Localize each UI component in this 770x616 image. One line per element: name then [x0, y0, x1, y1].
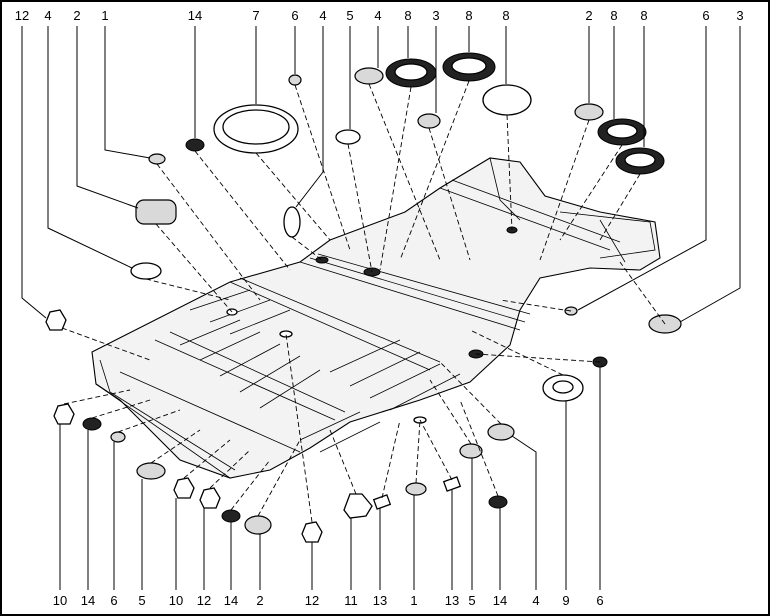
callout-top-14: 8 — [502, 8, 509, 23]
callout-bottom-8: 2 — [256, 593, 263, 608]
callout-top-7: 6 — [291, 8, 298, 23]
callout-bottom-12: 1 — [410, 593, 417, 608]
callout-top-8: 4 — [319, 8, 326, 23]
part-14-clip-right — [488, 495, 508, 509]
part-2-rect-plug — [135, 199, 177, 225]
part-6-small-plug-left — [110, 431, 126, 443]
part-3-oval-plug — [417, 113, 441, 129]
plug-parts — [45, 52, 682, 543]
callout-top-6: 7 — [252, 8, 259, 23]
assembly-lines — [61, 80, 666, 523]
part-2-oval-plug-bottom — [244, 515, 272, 535]
part-4-oval-plug-lower — [487, 423, 515, 441]
part-10-clip — [173, 477, 195, 499]
callout-top-1: 12 — [15, 8, 29, 23]
callout-bottom-10: 11 — [344, 593, 358, 608]
part-12-push-clip — [45, 309, 67, 331]
callout-bottom-1: 10 — [53, 593, 67, 608]
callout-top-4: 1 — [101, 8, 108, 23]
callout-top-15: 2 — [585, 8, 592, 23]
callout-top-9: 5 — [346, 8, 353, 23]
part-8-large-oval — [482, 84, 532, 116]
part-8-grille-plugs — [385, 52, 665, 175]
callouts-top: 12 4 2 1 14 7 6 4 5 4 8 3 8 8 2 8 8 6 3 — [15, 8, 744, 23]
part-14-clip-bottom — [221, 509, 241, 523]
part-4-oval-plug — [130, 262, 162, 280]
part-5-oval-plug-lower — [459, 443, 483, 459]
callout-bottom-14: 5 — [468, 593, 475, 608]
callout-top-5: 14 — [188, 8, 202, 23]
callout-top-17: 8 — [640, 8, 647, 23]
part-5-oval-plug-left — [136, 462, 166, 480]
callout-bottom-17: 9 — [562, 593, 569, 608]
callout-top-16: 8 — [610, 8, 617, 23]
callout-top-11: 8 — [404, 8, 411, 23]
callout-bottom-11: 13 — [373, 593, 387, 608]
callout-bottom-18: 6 — [596, 593, 603, 608]
callout-top-13: 8 — [465, 8, 472, 23]
part-14-clip-left — [82, 417, 102, 431]
callout-bottom-5: 10 — [169, 593, 183, 608]
callout-bottom-9: 12 — [305, 593, 319, 608]
callout-top-18: 6 — [702, 8, 709, 23]
callout-top-19: 3 — [736, 8, 743, 23]
part-14-clip — [185, 138, 205, 152]
part-5-oval-plug — [335, 129, 361, 145]
part-2-oval-plug-right — [574, 103, 604, 121]
part-12-push-clip-left — [199, 487, 221, 509]
callout-top-2: 4 — [44, 8, 51, 23]
callout-top-3: 2 — [73, 8, 80, 23]
part-6-small-plug — [288, 74, 302, 86]
callout-bottom-7: 14 — [224, 593, 238, 608]
callout-top-10: 4 — [374, 8, 381, 23]
callout-bottom-6: 12 — [197, 593, 211, 608]
part-13-pad — [442, 476, 462, 492]
leader-lines-top — [21, 26, 741, 323]
callout-bottom-3: 6 — [110, 593, 117, 608]
floor-pan-illustration — [91, 157, 661, 479]
leader-lines-bottom — [59, 367, 601, 590]
part-1-plug-bottom — [405, 482, 427, 496]
part-11-bracket — [343, 493, 373, 519]
part-13-pad-left — [372, 494, 392, 510]
callouts-bottom: 10 14 6 5 10 12 14 2 12 11 13 1 13 5 14 … — [53, 593, 604, 608]
callout-bottom-2: 14 — [81, 593, 95, 608]
part-1-plug — [148, 153, 166, 165]
callout-bottom-13: 13 — [445, 593, 459, 608]
callout-bottom-15: 14 — [493, 593, 507, 608]
part-12-push-clip-bottom — [301, 521, 323, 543]
part-4-oval-plug-top — [354, 67, 384, 85]
callout-bottom-16: 4 — [532, 593, 539, 608]
callout-bottom-4: 5 — [138, 593, 145, 608]
callout-top-12: 3 — [432, 8, 439, 23]
part-4-oval-plug-center — [283, 206, 301, 238]
part-10-clip-left — [53, 403, 75, 425]
